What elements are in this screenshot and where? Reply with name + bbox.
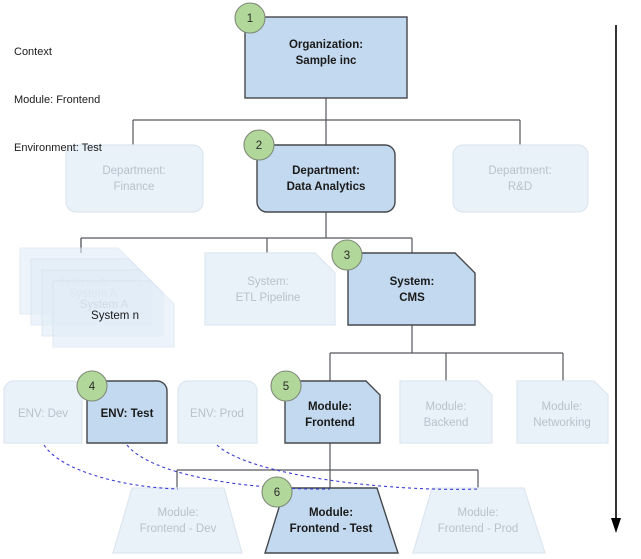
step-badge-5-label: 5 <box>283 381 289 393</box>
node-system-etl-line1: System: <box>247 276 289 288</box>
dashed-link-dev <box>43 444 179 490</box>
dashed-link-prod <box>216 444 479 490</box>
dashed-link-test <box>126 444 331 490</box>
context-title: Context <box>14 46 52 58</box>
step-badge-4[interactable]: 4 <box>76 370 108 402</box>
step-badge-1-label: 1 <box>247 13 253 25</box>
node-department-rnd[interactable]: Department: R&D <box>452 144 589 213</box>
node-module-frontend-test-line2: Frontend - Test <box>290 523 373 535</box>
node-system-cms-line1: System: <box>390 276 435 288</box>
node-module-networking-line1: Module: <box>542 401 583 413</box>
node-module-frontend-dev[interactable]: Module: Frontend - Dev <box>112 487 243 554</box>
node-module-frontend-prod-line1: Module: <box>458 507 499 519</box>
node-system-cms-line2: CMS <box>399 292 425 304</box>
node-department-finance-line2: Finance <box>114 181 155 193</box>
node-module-frontend-prod[interactable]: Module: Frontend - Prod <box>412 487 546 554</box>
node-department-data-analytics-line2: Data Analytics <box>287 181 366 193</box>
node-module-networking-line2: Networking <box>533 417 591 429</box>
node-organization[interactable]: Organization: Sample inc <box>244 16 408 99</box>
drill-down-arrow <box>611 25 621 533</box>
systems-stack-layer-1 <box>52 280 175 348</box>
node-module-frontend-dev-line2: Frontend - Dev <box>140 523 217 535</box>
node-module-backend[interactable]: Module: Backend <box>399 380 493 444</box>
connector-system-to-modules <box>329 325 564 381</box>
node-env-dev-label: ENV: Dev <box>18 408 68 420</box>
node-systems-stack[interactable]: System A System A System A System n <box>19 247 175 348</box>
step-badge-4-label: 4 <box>89 381 96 393</box>
connector-org-to-depts <box>132 98 521 145</box>
step-badge-2[interactable]: 2 <box>243 129 275 161</box>
node-module-frontend-dev-line1: Module: <box>158 507 199 519</box>
node-module-networking[interactable]: Module: Networking <box>516 380 609 444</box>
step-badge-3-label: 3 <box>344 250 350 262</box>
step-badge-5[interactable]: 5 <box>270 370 302 402</box>
node-env-prod[interactable]: ENV: Prod <box>177 380 258 444</box>
node-department-finance[interactable]: Department: Finance <box>65 144 204 213</box>
node-env-dev[interactable]: ENV: Dev <box>3 380 83 444</box>
connector-module-to-instances <box>176 443 479 488</box>
node-system-etl-line2: ETL Pipeline <box>236 292 301 304</box>
node-module-frontend-test[interactable]: Module: Frontend - Test <box>264 487 399 554</box>
context-module: Module: Frontend <box>14 94 101 106</box>
node-module-backend-line1: Module: <box>426 401 467 413</box>
step-badge-3[interactable]: 3 <box>331 239 363 271</box>
step-badge-6[interactable]: 6 <box>261 476 293 508</box>
systems-stack-label-n: System n <box>91 310 139 322</box>
node-department-finance-line1: Department: <box>102 165 165 177</box>
node-department-rnd-line2: R&D <box>508 181 532 193</box>
node-system-etl-pipeline[interactable]: System: ETL Pipeline <box>204 252 336 326</box>
node-module-frontend[interactable]: Module: Frontend <box>284 380 381 444</box>
node-organization-line1: Organization: <box>289 39 363 51</box>
node-module-frontend-test-line1: Module: <box>309 507 353 519</box>
context-panel: Context Module: Frontend Environment: Te… <box>14 12 102 188</box>
node-env-test-label: ENV: Test <box>101 408 154 420</box>
node-module-frontend-line2: Frontend <box>305 417 355 429</box>
node-env-prod-label: ENV: Prod <box>190 408 244 420</box>
node-organization-line2: Sample inc <box>296 55 357 67</box>
node-module-frontend-prod-line2: Frontend - Prod <box>438 523 519 535</box>
context-environment: Environment: Test <box>14 142 102 154</box>
node-department-rnd-line1: Department: <box>488 165 551 177</box>
step-badge-2-label: 2 <box>256 140 262 152</box>
node-department-data-analytics[interactable]: Department: Data Analytics <box>256 144 396 213</box>
node-department-data-analytics-line1: Department: <box>292 165 360 177</box>
step-badge-1[interactable]: 1 <box>234 2 266 34</box>
step-badge-6-label: 6 <box>274 487 280 499</box>
node-module-frontend-line1: Module: <box>308 401 352 413</box>
node-system-cms[interactable]: System: CMS <box>347 252 476 326</box>
node-module-backend-line2: Backend <box>424 417 469 429</box>
